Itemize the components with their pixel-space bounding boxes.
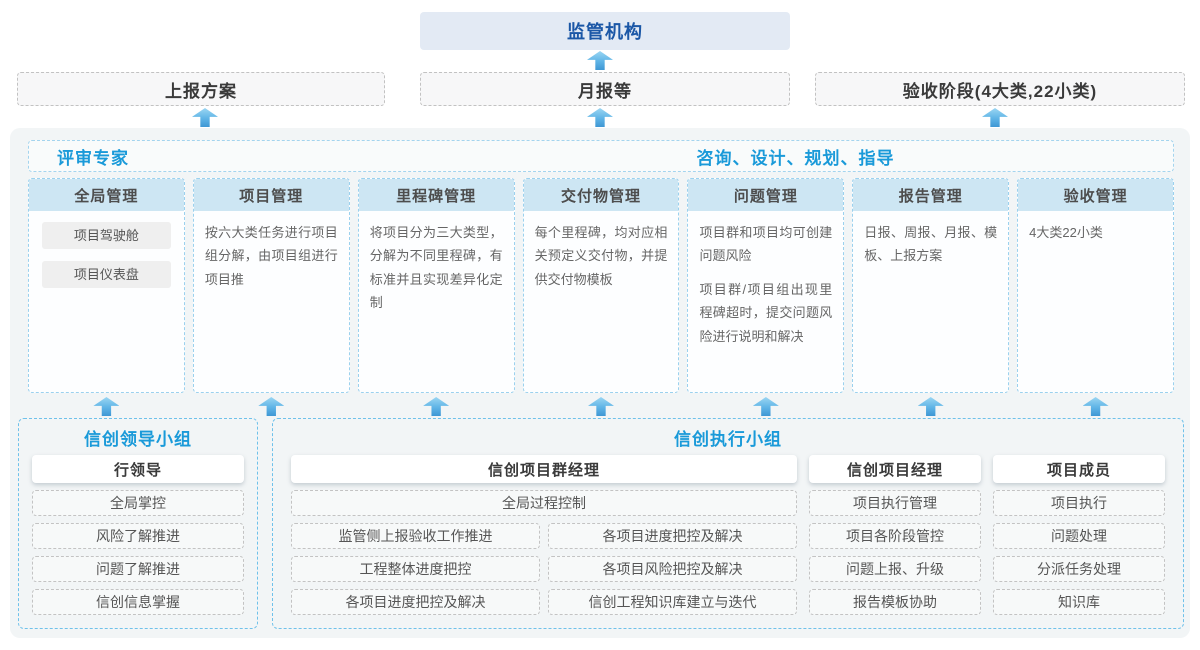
- column-report-mgmt: 报告管理 日报、周报、月报、模板、上报方案: [852, 178, 1010, 393]
- up-arrow-icon: [258, 397, 285, 416]
- project-member-section: 项目成员 项目执行 问题处理 分派任务处理 知识库: [993, 455, 1165, 615]
- issue-paragraph: 项目群和项目均可创建问题风险: [699, 225, 833, 264]
- up-arrow-icon: [917, 397, 944, 416]
- consulting-label: 咨询、设计、规划、指导: [696, 148, 895, 168]
- column-body: 日报、周报、月报、模板、上报方案: [864, 225, 998, 264]
- up-arrow-icon: [192, 108, 218, 127]
- column-acceptance-mgmt: 验收管理 4大类22小类: [1017, 178, 1175, 393]
- member-item: 问题处理: [993, 523, 1165, 549]
- program-item: 监管侧上报验收工作推进: [291, 523, 540, 549]
- column-body: 项目驾驶舱 项目仪表盘: [29, 211, 184, 310]
- leader-item: 信创信息掌握: [32, 589, 244, 615]
- monthly-report-box: 月报等: [420, 72, 790, 106]
- monthly-report-label: 月报等: [578, 81, 632, 101]
- pm-item: 项目执行管理: [809, 490, 981, 516]
- up-arrow-icon: [1082, 397, 1109, 416]
- advisor-strip: 评审专家 咨询、设计、规划、指导: [28, 140, 1174, 172]
- column-body: 按六大类任务进行项目组分解，由项目组进行项目推: [204, 225, 338, 287]
- program-item-grid: 监管侧上报验收工作推进 各项目进度把控及解决 工程整体进度把控 各项目风险把控及…: [291, 516, 797, 615]
- column-project-mgmt: 项目管理 按六大类任务进行项目组分解，由项目组进行项目推: [192, 178, 350, 393]
- column-deliverable-mgmt: 交付物管理 每个里程碑，均对应相关预定义交付物，并提供交付物模板: [522, 178, 680, 393]
- role-project-member: 项目成员: [993, 455, 1165, 483]
- execution-group-title: 信创执行小组: [674, 430, 782, 449]
- report-plan-label: 上报方案: [165, 81, 237, 101]
- chip-project-dashboard: 项目仪表盘: [42, 261, 171, 288]
- column-body: 将项目分为三大类型，分解为不同里程碑，有标准并且实现差异化定制: [369, 225, 503, 311]
- column-header: 报告管理: [853, 179, 1009, 211]
- report-plan-box: 上报方案: [17, 72, 385, 106]
- acceptance-stage-box: 验收阶段(4大类,22小类): [815, 72, 1185, 106]
- program-item: 各项目进度把控及解决: [548, 523, 797, 549]
- management-columns: 全局管理 项目驾驶舱 项目仪表盘 项目管理 按六大类任务进行项目组分解，由项目组…: [28, 178, 1175, 393]
- pm-item: 报告模板协助: [809, 589, 981, 615]
- column-issue-mgmt: 问题管理 项目群和项目均可创建问题风险 项目群/项目组出现里程碑超时，提交问题风…: [687, 178, 845, 393]
- chip-project-cockpit: 项目驾驶舱: [42, 222, 171, 249]
- column-body: 每个里程碑，均对应相关预定义交付物，并提供交付物模板: [534, 225, 668, 287]
- program-manager-section: 信创项目群经理 全局过程控制 监管侧上报验收工作推进 各项目进度把控及解决 工程…: [291, 455, 797, 615]
- main-panel: 评审专家 咨询、设计、规划、指导 全局管理 项目驾驶舱 项目仪表盘 项目管理 按…: [10, 128, 1190, 638]
- regulator-label: 监管机构: [567, 22, 643, 42]
- member-item: 知识库: [993, 589, 1165, 615]
- program-item-full: 全局过程控制: [291, 490, 797, 516]
- column-body: 4大类22小类: [1029, 225, 1103, 240]
- column-milestone-mgmt: 里程碑管理 将项目分为三大类型，分解为不同里程碑，有标准并且实现差异化定制: [357, 178, 515, 393]
- up-arrow-icon: [423, 397, 450, 416]
- role-program-manager: 信创项目群经理: [291, 455, 797, 483]
- leader-group: 信创领导小组 行领导 全局掌控 风险了解推进 问题了解推进 信创信息掌握: [18, 418, 258, 629]
- column-header: 问题管理: [688, 179, 844, 211]
- column-header: 验收管理: [1018, 179, 1174, 211]
- role-bank-leader: 行领导: [32, 455, 244, 483]
- leader-group-title: 信创领导小组: [84, 430, 192, 449]
- column-global-mgmt: 全局管理 项目驾驶舱 项目仪表盘: [28, 178, 185, 393]
- regulator-box: 监管机构: [420, 12, 790, 50]
- role-project-manager: 信创项目经理: [809, 455, 981, 483]
- column-header: 全局管理: [29, 179, 184, 211]
- column-header: 交付物管理: [523, 179, 679, 211]
- up-arrow-icon: [588, 397, 614, 416]
- column-header: 里程碑管理: [358, 179, 514, 211]
- member-item: 项目执行: [993, 490, 1165, 516]
- execution-columns: 信创项目群经理 全局过程控制 监管侧上报验收工作推进 各项目进度把控及解决 工程…: [291, 455, 1165, 615]
- up-arrow-icon: [587, 51, 613, 70]
- leader-item: 全局掌控: [32, 490, 244, 516]
- program-item: 各项目进度把控及解决: [291, 589, 540, 615]
- leader-item: 风险了解推进: [32, 523, 244, 549]
- issue-paragraph: 项目群/项目组出现里程碑超时，提交问题风险进行说明和解决: [699, 281, 833, 344]
- pm-item: 项目各阶段管控: [809, 523, 981, 549]
- leader-item: 问题了解推进: [32, 556, 244, 582]
- column-header: 项目管理: [193, 179, 349, 211]
- program-item: 工程整体进度把控: [291, 556, 540, 582]
- arrow-row: [28, 397, 1174, 416]
- project-manager-section: 信创项目经理 项目执行管理 项目各阶段管控 问题上报、升级 报告模板协助: [809, 455, 981, 615]
- member-item: 分派任务处理: [993, 556, 1165, 582]
- up-arrow-icon: [93, 397, 120, 416]
- up-arrow-icon: [982, 108, 1008, 127]
- up-arrow-icon: [752, 397, 779, 416]
- acceptance-stage-label: 验收阶段(4大类,22小类): [902, 81, 1098, 101]
- program-item: 信创工程知识库建立与迭代: [548, 589, 797, 615]
- program-item: 各项目风险把控及解决: [548, 556, 797, 582]
- pm-item: 问题上报、升级: [809, 556, 981, 582]
- up-arrow-icon: [587, 108, 613, 127]
- execution-group: 信创执行小组 信创项目群经理 全局过程控制 监管侧上报验收工作推进 各项目进度把…: [272, 418, 1184, 629]
- review-experts-label: 评审专家: [57, 148, 129, 168]
- column-body: 项目群和项目均可创建问题风险 项目群/项目组出现里程碑超时，提交问题风险进行说明…: [688, 211, 843, 368]
